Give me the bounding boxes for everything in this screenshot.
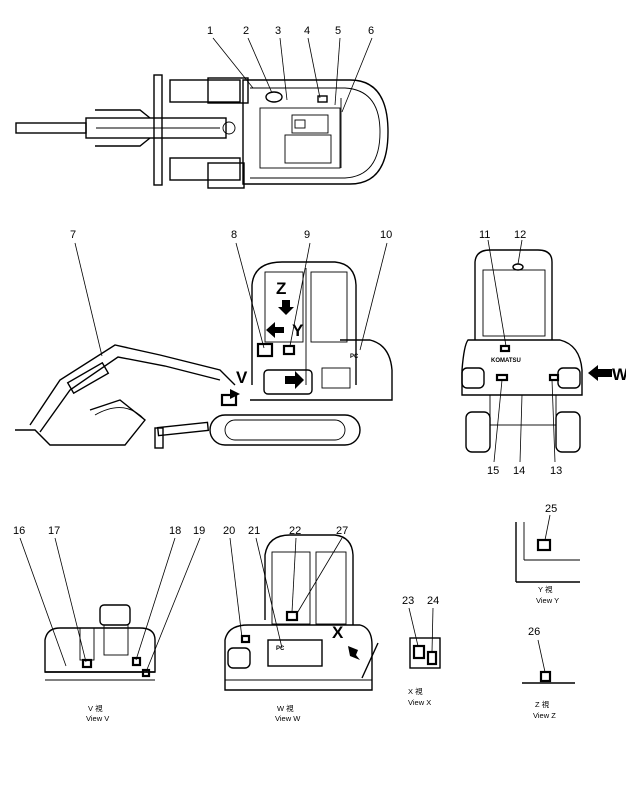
- view-letter-z: Z: [276, 279, 286, 298]
- view-x-label-en: View X: [408, 698, 431, 707]
- view-letter-v: V: [236, 368, 248, 387]
- view-v-label-jp: V 視: [88, 704, 103, 713]
- callout-11: 11: [479, 229, 490, 241]
- callout-4: 4: [304, 25, 310, 37]
- view-z-label-jp: Z 視: [535, 700, 550, 709]
- callout-17: 17: [48, 525, 60, 537]
- decal-9: [282, 344, 296, 356]
- callout-20: 20: [223, 525, 235, 537]
- callout-13: 13: [550, 465, 562, 477]
- view-x: 23 24 X 視 View X: [402, 595, 441, 707]
- view-w: PC X 20 21 22 27 W 視 View W: [223, 525, 379, 723]
- decal-komatsu: KOMATSU: [491, 358, 521, 364]
- callout-12: 12: [514, 229, 526, 241]
- callout-18: 18: [169, 525, 181, 537]
- arrow-right-icon: [285, 371, 304, 389]
- callout-15: 15: [487, 465, 499, 477]
- side-view: Z Y PC V 7 8 9 10: [15, 229, 393, 449]
- view-w-arrow-icon: [588, 365, 612, 381]
- callout-27: 27: [336, 525, 348, 537]
- view-w-label-jp: W 視: [277, 704, 294, 713]
- callout-3: 3: [275, 25, 281, 37]
- callout-19: 19: [193, 525, 205, 537]
- view-letter-y: Y: [292, 321, 304, 340]
- callout-7: 7: [70, 229, 76, 241]
- callout-14: 14: [513, 465, 525, 477]
- callout-1: 1: [207, 25, 213, 37]
- view-z: 26 Z 視 View Z: [522, 626, 575, 720]
- view-w-label-en: View W: [275, 714, 301, 723]
- callout-22: 22: [289, 525, 301, 537]
- rear-view: KOMATSU W 11 12 13 14 15: [461, 229, 626, 477]
- callout-10: 10: [380, 229, 392, 241]
- callout-9: 9: [304, 229, 310, 241]
- top-view: 1 2 3 4 5 6: [15, 25, 389, 189]
- arrow-left-icon: [266, 322, 284, 338]
- callout-23: 23: [402, 595, 414, 607]
- callout-6: 6: [368, 25, 374, 37]
- view-letter-x: X: [332, 623, 344, 642]
- view-y-label-en: View Y: [536, 596, 559, 605]
- view-y: 25 Y 視 View Y: [515, 503, 580, 605]
- arrow-down-icon: [278, 300, 294, 315]
- callout-25: 25: [545, 503, 557, 515]
- callout-2: 2: [243, 25, 249, 37]
- callout-5: 5: [335, 25, 341, 37]
- callout-24: 24: [427, 595, 439, 607]
- view-y-label-jp: Y 視: [538, 585, 553, 594]
- view-letter-w: W: [612, 365, 626, 384]
- view-z-label-en: View Z: [533, 711, 556, 720]
- view-v-label-en: View V: [86, 714, 109, 723]
- view-x-arrow-icon: [348, 646, 360, 660]
- callout-21: 21: [248, 525, 260, 537]
- decal-pc-view-w: PC: [276, 646, 285, 652]
- callout-8: 8: [231, 229, 237, 241]
- decal-8: [256, 342, 274, 358]
- view-v: 16 17 18 19 V 視 View V: [13, 525, 205, 723]
- view-x-label-jp: X 視: [408, 687, 423, 696]
- callout-16: 16: [13, 525, 25, 537]
- callout-26: 26: [528, 626, 540, 638]
- decal-pc: PC: [350, 354, 359, 360]
